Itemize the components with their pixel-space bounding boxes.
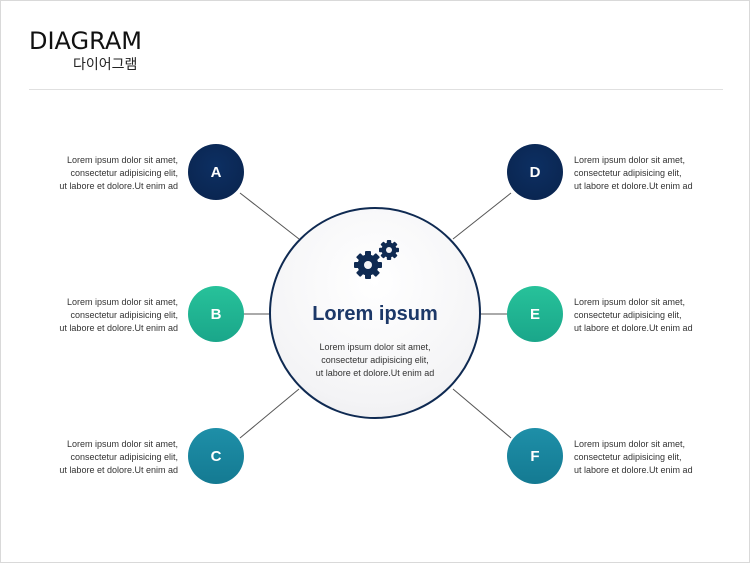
node-c: C <box>188 428 244 484</box>
connector-f <box>452 388 512 439</box>
desc-line: ut labore et dolore.Ut enim ad <box>59 181 178 191</box>
center-circle: Lorem ipsum Lorem ipsum dolor sit amet, … <box>269 207 481 419</box>
desc-line: consectetur adipisicing elit, <box>70 168 178 178</box>
desc-line: Lorem ipsum dolor sit amet, <box>574 439 686 449</box>
node-e-description: Lorem ipsum dolor sit amet, consectetur … <box>574 296 744 335</box>
center-text-line: Lorem ipsum dolor sit amet, <box>319 342 431 352</box>
connector-c <box>239 388 300 439</box>
center-description: Lorem ipsum dolor sit amet, consectetur … <box>271 341 479 380</box>
desc-line: Lorem ipsum dolor sit amet, <box>574 155 686 165</box>
connector-d <box>452 192 512 240</box>
divider <box>29 89 723 90</box>
center-text-line: consectetur adipisicing elit, <box>321 355 429 365</box>
desc-line: ut labore et dolore.Ut enim ad <box>59 323 178 333</box>
node-c-description: Lorem ipsum dolor sit amet, consectetur … <box>8 438 178 477</box>
node-a: A <box>188 144 244 200</box>
desc-line: Lorem ipsum dolor sit amet, <box>66 297 178 307</box>
node-d-description: Lorem ipsum dolor sit amet, consectetur … <box>574 154 744 193</box>
node-b-description: Lorem ipsum dolor sit amet, consectetur … <box>8 296 178 335</box>
desc-line: Lorem ipsum dolor sit amet, <box>66 155 178 165</box>
desc-line: consectetur adipisicing elit, <box>574 452 682 462</box>
center-title: Lorem ipsum <box>312 303 438 325</box>
page-title: DIAGRAM <box>29 27 142 55</box>
desc-line: ut labore et dolore.Ut enim ad <box>574 181 693 191</box>
desc-line: ut labore et dolore.Ut enim ad <box>574 323 693 333</box>
node-b: B <box>188 286 244 342</box>
connector-a <box>239 192 300 240</box>
gears-icon <box>354 240 399 279</box>
node-f-description: Lorem ipsum dolor sit amet, consectetur … <box>574 438 744 477</box>
desc-line: ut labore et dolore.Ut enim ad <box>574 465 693 475</box>
desc-line: consectetur adipisicing elit, <box>70 310 178 320</box>
node-f: F <box>507 428 563 484</box>
desc-line: Lorem ipsum dolor sit amet, <box>574 297 686 307</box>
desc-line: consectetur adipisicing elit, <box>70 452 178 462</box>
node-a-description: Lorem ipsum dolor sit amet, consectetur … <box>8 154 178 193</box>
desc-line: consectetur adipisicing elit, <box>574 310 682 320</box>
node-e: E <box>507 286 563 342</box>
node-d: D <box>507 144 563 200</box>
desc-line: ut labore et dolore.Ut enim ad <box>59 465 178 475</box>
center-text-line: ut labore et dolore.Ut enim ad <box>315 368 435 378</box>
page-subtitle: 다이어그램 <box>73 57 138 73</box>
desc-line: consectetur adipisicing elit, <box>574 168 682 178</box>
desc-line: Lorem ipsum dolor sit amet, <box>66 439 178 449</box>
